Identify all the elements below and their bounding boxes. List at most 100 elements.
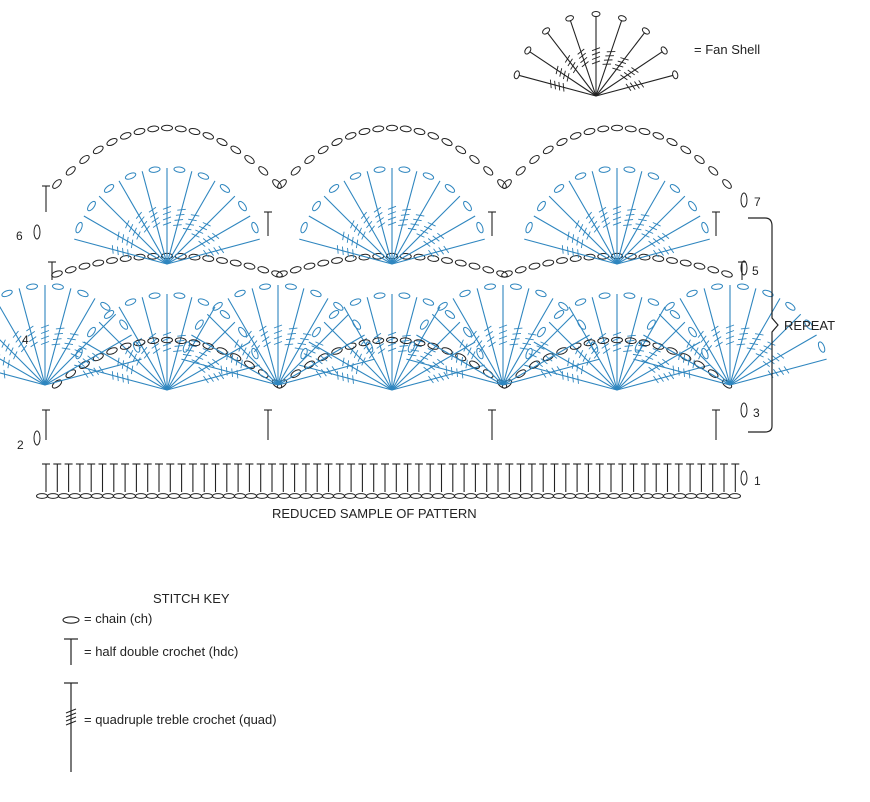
quad-stitch	[191, 334, 279, 386]
chain-stitch	[647, 298, 660, 306]
chain-stitch	[244, 154, 255, 165]
chain-stitch	[664, 301, 675, 311]
chain-stitch	[437, 301, 448, 311]
chain-stitch	[113, 493, 125, 499]
chain-stitch	[36, 493, 48, 499]
quad-stitch	[616, 321, 686, 391]
quad-stitch	[498, 285, 508, 385]
chain-stitch	[663, 493, 675, 499]
chain-stitch	[304, 154, 315, 165]
chain-stitch	[531, 493, 543, 499]
chain-stitch	[669, 184, 681, 193]
chain-stitch	[148, 166, 161, 173]
fan-shell	[181, 283, 375, 386]
quad-stitch	[308, 215, 393, 265]
quad-stitch	[166, 321, 236, 391]
chain-stitch	[441, 137, 453, 147]
chain-stitch	[564, 493, 576, 499]
chain-stitch	[427, 132, 439, 140]
chain-stitch	[623, 292, 636, 299]
quad-stitch	[729, 358, 827, 386]
chain-stitch	[173, 292, 186, 299]
chain-stitch	[502, 179, 512, 189]
chain-stitch	[553, 184, 565, 193]
quad-stitch	[533, 215, 618, 265]
chain-stitch	[216, 347, 228, 355]
chain-stitch	[652, 255, 665, 262]
chain-stitch	[278, 493, 290, 499]
quad-stitch	[166, 238, 260, 265]
turning-chain	[33, 224, 41, 240]
chain-stitch	[686, 289, 698, 298]
chain-stitch	[331, 347, 343, 355]
chain-stitch	[310, 289, 322, 298]
row-number-5: 5	[752, 264, 759, 278]
quad-stitch	[0, 305, 46, 386]
chain-stitch	[106, 137, 118, 147]
quad-stitch	[591, 16, 601, 96]
chain-stitch	[419, 319, 429, 330]
quad-stitch	[83, 215, 168, 265]
quad-stitch	[616, 180, 666, 265]
chain-stitch	[256, 493, 268, 499]
quad-stitch	[18, 288, 46, 386]
chain-stitch	[496, 270, 508, 278]
repeat-bracket	[748, 217, 779, 433]
chain-stitch	[669, 310, 681, 319]
quad-stitch	[595, 51, 663, 97]
quad-stitch	[98, 195, 168, 265]
chain-stitch	[641, 27, 650, 35]
chain-stitch	[119, 342, 132, 350]
row-number-4: 4	[22, 333, 29, 347]
quad-stitch	[406, 358, 504, 386]
chain-stitch	[223, 493, 235, 499]
chain-stitch	[103, 184, 115, 193]
quad-stitch	[74, 238, 168, 265]
quad-stitch	[524, 364, 618, 391]
chain-stitch	[372, 337, 385, 345]
quad-stitch	[729, 334, 817, 386]
stitch-key-title: STITCH KEY	[153, 591, 230, 606]
chain-stitch	[133, 339, 146, 347]
chain-stitch	[542, 353, 554, 362]
chain-stitch	[577, 319, 587, 330]
chain-stitch	[525, 221, 533, 234]
chain-stitch	[87, 326, 96, 338]
chain-stitch	[230, 145, 242, 155]
chain-symbol	[62, 616, 80, 624]
chain-stitch	[304, 360, 315, 369]
quad-stitch	[44, 358, 142, 386]
quad-stitch	[679, 298, 731, 386]
chain-stitch	[75, 221, 83, 234]
quad-stitch	[0, 339, 46, 386]
chain-stitch	[422, 172, 435, 180]
chain-stitch	[188, 127, 201, 136]
chain-stitch	[161, 336, 173, 344]
chain-stitch	[284, 283, 297, 290]
chain-stitch	[666, 257, 678, 264]
chain-stitch	[647, 172, 660, 180]
chain-stitch	[476, 221, 484, 234]
chain-stitch	[1, 289, 13, 298]
chain-stitch	[229, 259, 242, 267]
chain-stitch	[119, 319, 129, 330]
fan-shell	[524, 292, 710, 391]
quad-stitch	[277, 358, 375, 386]
fan-shell	[633, 283, 827, 386]
chain-stitch	[377, 493, 389, 499]
chain-arch	[276, 252, 508, 278]
chain-stitch	[501, 270, 513, 278]
chain-stitch	[388, 493, 400, 499]
key-quad-label: = quadruple treble crochet (quad)	[84, 712, 277, 727]
chain-stitch	[444, 184, 456, 193]
fan-shell	[74, 166, 260, 265]
chain-stitch	[289, 266, 302, 274]
chain-stitch	[736, 283, 749, 290]
chain-stitch	[331, 257, 343, 264]
chain-stitch	[317, 353, 329, 362]
chain-stitch	[51, 270, 63, 278]
chain-stitch	[78, 262, 91, 270]
chain-stitch	[413, 339, 426, 347]
chain-stitch	[201, 493, 213, 499]
chain-stitch	[174, 125, 187, 133]
